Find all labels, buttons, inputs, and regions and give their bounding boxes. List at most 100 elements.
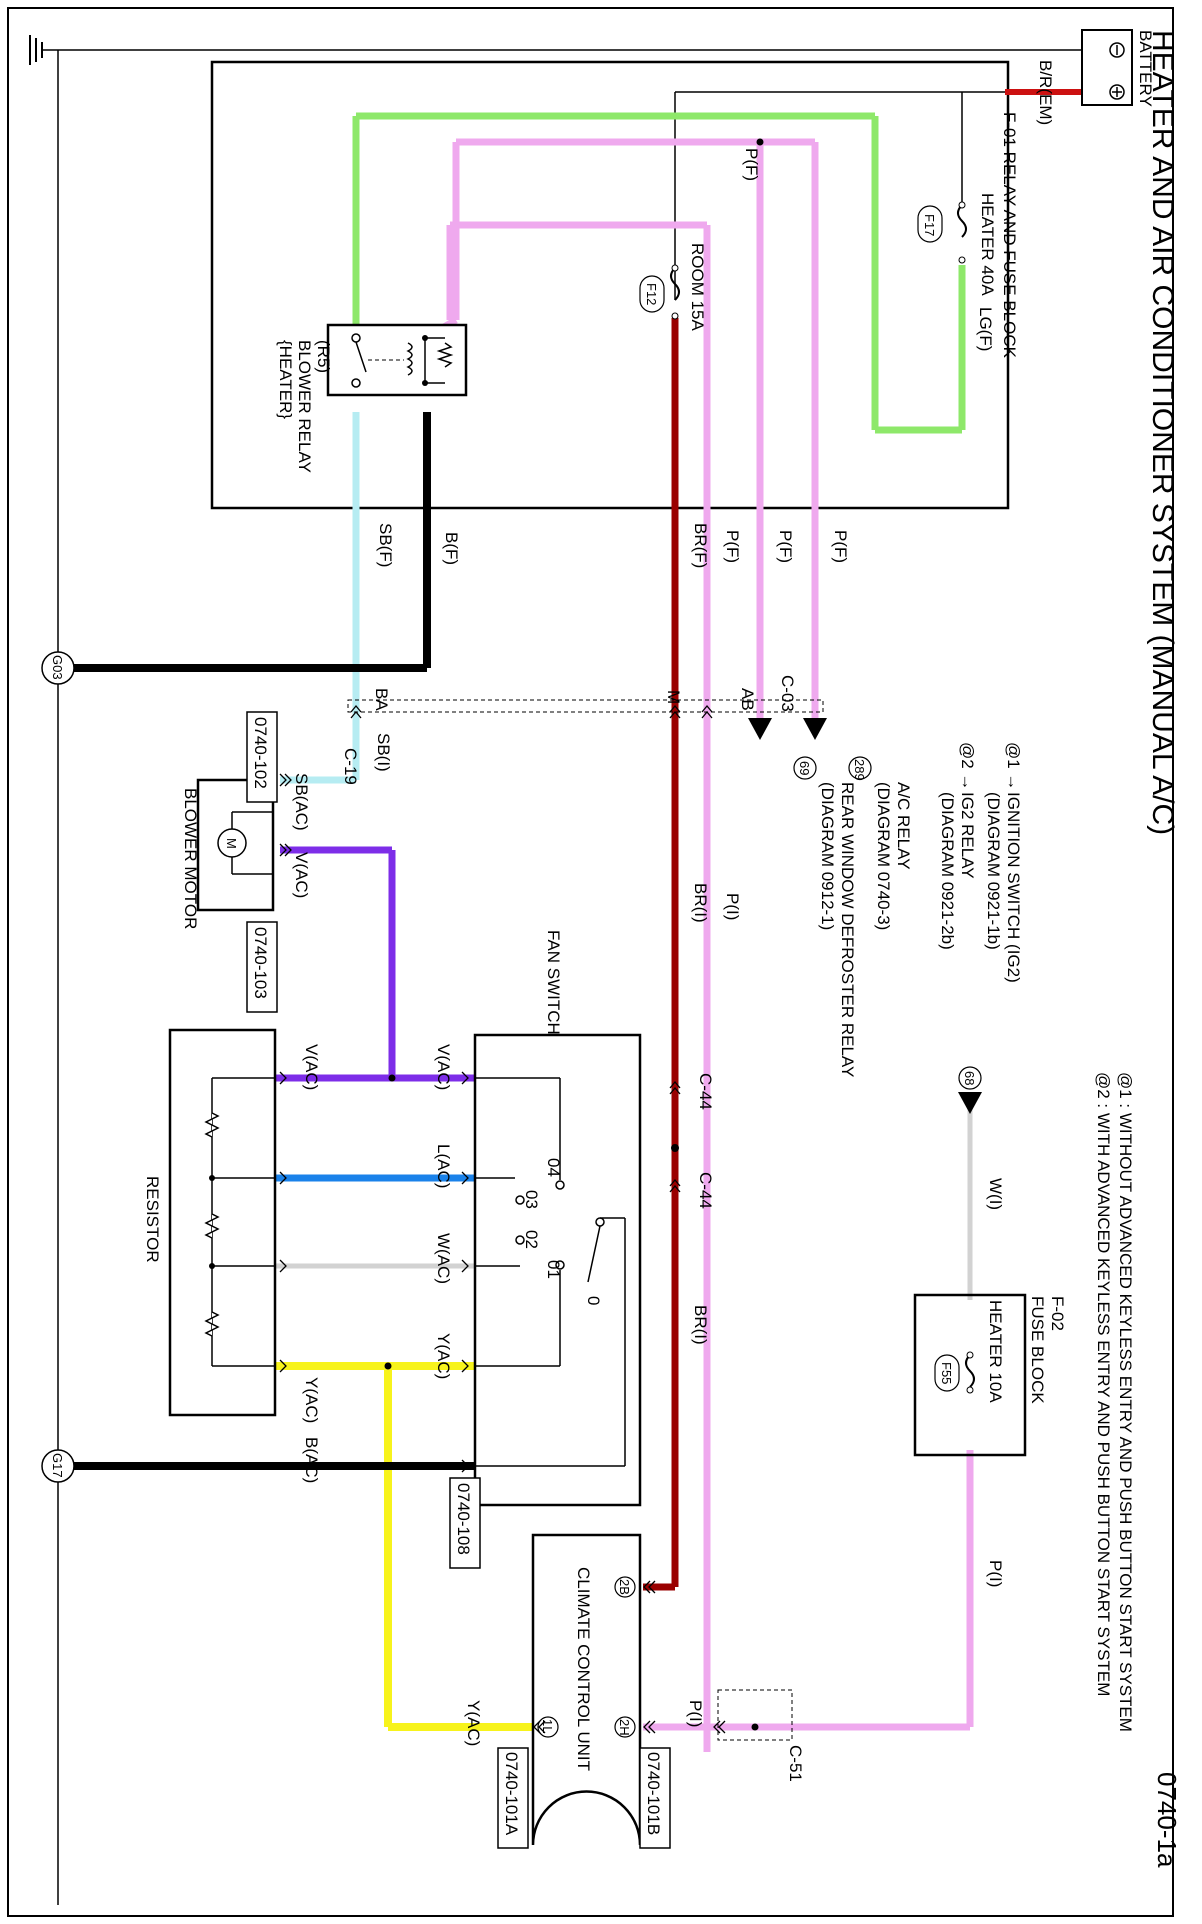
conn-108-box: [449, 1477, 481, 1569]
climate-control-unit-box: [531, 1533, 642, 1846]
wire-label-yac-sw: Y(AC): [434, 1333, 453, 1379]
arrow-ref68: [958, 1092, 982, 1114]
c03-label: C-03: [778, 675, 797, 712]
ref-289-num: 289: [852, 759, 867, 781]
junction-v-ac: [388, 1074, 396, 1082]
ac-relay-diag: (DIAGRAM 0740-3): [874, 782, 893, 930]
conn-103-box: [246, 921, 278, 1013]
pin-2b-circle: [614, 1576, 636, 1598]
connector-c03-dash: [347, 699, 824, 713]
connector-c51-dash: [717, 1689, 793, 1741]
conn-101b-label: 0740-101B: [644, 1752, 663, 1835]
wire-label-pf-top: P(F): [742, 148, 761, 181]
page-number: 0740-1a: [1152, 1772, 1182, 1868]
fan-switch-label: FAN SWITCH: [544, 930, 563, 1035]
blower-relay-label: BLOWER RELAY: [295, 340, 314, 473]
switch-pos-03: 03: [522, 1190, 541, 1209]
c44b-label: C-44: [696, 1172, 715, 1209]
wire-label-sbf: SB(F): [376, 523, 395, 567]
fuse-heater-10a: [965, 1351, 975, 1394]
junction-c51: [751, 1723, 759, 1731]
c44a-label: C-44: [696, 1073, 715, 1110]
conn-103-label: 0740-103: [251, 927, 270, 999]
c03-m-label: M: [664, 690, 683, 704]
wire-label-lgf: LG(F): [976, 307, 995, 351]
fan-switch-box: [473, 1033, 642, 1507]
ref-289-circle: [848, 756, 872, 780]
switch-pos-01: 01: [544, 1260, 563, 1279]
c51-label: C-51: [786, 1745, 805, 1782]
c03-ba-label: BA: [372, 688, 391, 711]
switch-pos-04: 04: [544, 1158, 563, 1177]
ref-69-circle: [793, 756, 817, 780]
wire-label-pi-3: P(I): [686, 1700, 705, 1727]
wire-label-wac: W(AC): [434, 1233, 453, 1284]
wire-label-vac-res: V(AC): [302, 1044, 321, 1090]
resistor-label: RESISTOR: [143, 1176, 162, 1263]
fuse-room-15a-label: ROOM 15A: [688, 243, 707, 332]
wire-label-brf: BR(F): [691, 523, 710, 568]
pin-2h-circle: [614, 1716, 636, 1738]
junction-pf: [756, 138, 764, 146]
wire-label-sbac: SB(AC): [292, 773, 311, 831]
note-1: @1 : WITHOUT ADVANCED KEYLESS ENTRY AND …: [1116, 1072, 1135, 1732]
ref-68-circle: [958, 1066, 982, 1090]
wire-label-pf-1: P(F): [723, 530, 742, 563]
junction-c44: [671, 1144, 679, 1152]
junction-y-ac: [384, 1362, 392, 1370]
conn-102-label: 0740-102: [251, 717, 270, 789]
wire-label-lac: L(AC): [434, 1144, 453, 1188]
arrow-defroster: [748, 718, 772, 740]
defroster-label: REAR WINDOW DEFROSTER RELAY: [838, 782, 857, 1077]
fuse-block-f02-box: [913, 1293, 1027, 1457]
ccu-label: CLIMATE CONTROL UNIT: [574, 1567, 593, 1771]
wire-label-vac-sw: V(AC): [434, 1044, 453, 1090]
ref-68-num: 68: [962, 1071, 977, 1085]
battery-symbol: [1081, 29, 1133, 106]
blower-relay-id: (R5): [314, 340, 333, 373]
wire-label-bac: B(AC): [302, 1437, 321, 1483]
blower-relay-sub: {HEATER}: [276, 340, 295, 419]
ac-relay-label: A/C RELAY: [894, 782, 913, 870]
fuse-f17-oval: [917, 205, 943, 243]
f02-id-label: F-02: [1048, 1296, 1067, 1331]
resistor-box: [168, 1028, 277, 1417]
ref1-prefix: @1 →: [1004, 742, 1023, 790]
wire-label-bf: B(F): [442, 532, 461, 565]
ground-g03-circle: [41, 651, 75, 685]
arrow-ac-relay: [803, 718, 827, 740]
wire-label-bri-2: BR(I): [691, 1305, 710, 1345]
fuse-f12-oval: [639, 275, 665, 313]
f02-label: FUSE BLOCK: [1028, 1296, 1047, 1404]
relay-fuse-block-label: F-01 RELAY AND FUSE BLOCK: [1000, 112, 1019, 359]
ref2-line1: IG2 RELAY: [958, 792, 977, 879]
note-2: @2 : WITH ADVANCED KEYLESS ENTRY AND PUS…: [1094, 1072, 1113, 1696]
pin-2h-label: 2H: [617, 1719, 632, 1736]
ground-g17-circle: [41, 1449, 75, 1483]
ground-g17-label: G17: [50, 1453, 65, 1478]
wire-label-bri-1: BR(I): [691, 883, 710, 923]
defroster-diag: (DIAGRAM 0912-1): [818, 782, 837, 930]
fuse-heater-10a-label: HEATER 10A: [986, 1300, 1005, 1403]
ref1-line1: IGNITION SWITCH (IG2): [1004, 792, 1023, 983]
pin-1l-label: 1L: [540, 1719, 555, 1733]
page-frame: [7, 7, 1174, 1917]
fuse-f55-label: F55: [939, 1362, 954, 1384]
wire-label-br-em: B/R(EM): [1036, 60, 1055, 125]
motor-symbol-label: M: [224, 838, 239, 849]
ref1-line2: (DIAGRAM 0921-1b): [984, 792, 1003, 950]
wire-label-pf-3: P(F): [831, 530, 850, 563]
fuse-room-15a: [670, 264, 680, 320]
fuse-f55-oval: [934, 1354, 960, 1392]
fuse-f17-label: F17: [922, 214, 937, 236]
conn-101a-label: 0740-101A: [502, 1752, 521, 1836]
wire-label-wi: W(I): [986, 1178, 1005, 1210]
motor-symbol: [217, 811, 273, 875]
fuse-f12-label: F12: [644, 283, 659, 305]
ref-69-num: 69: [797, 761, 812, 775]
relay-fuse-block-box: [210, 60, 1010, 510]
conn-108-label: 0740-108: [454, 1483, 473, 1555]
wire-label-vac-motor: V(AC): [292, 852, 311, 898]
resistor-network: [204, 1077, 275, 1367]
c03-ab-label: AB: [738, 688, 757, 711]
